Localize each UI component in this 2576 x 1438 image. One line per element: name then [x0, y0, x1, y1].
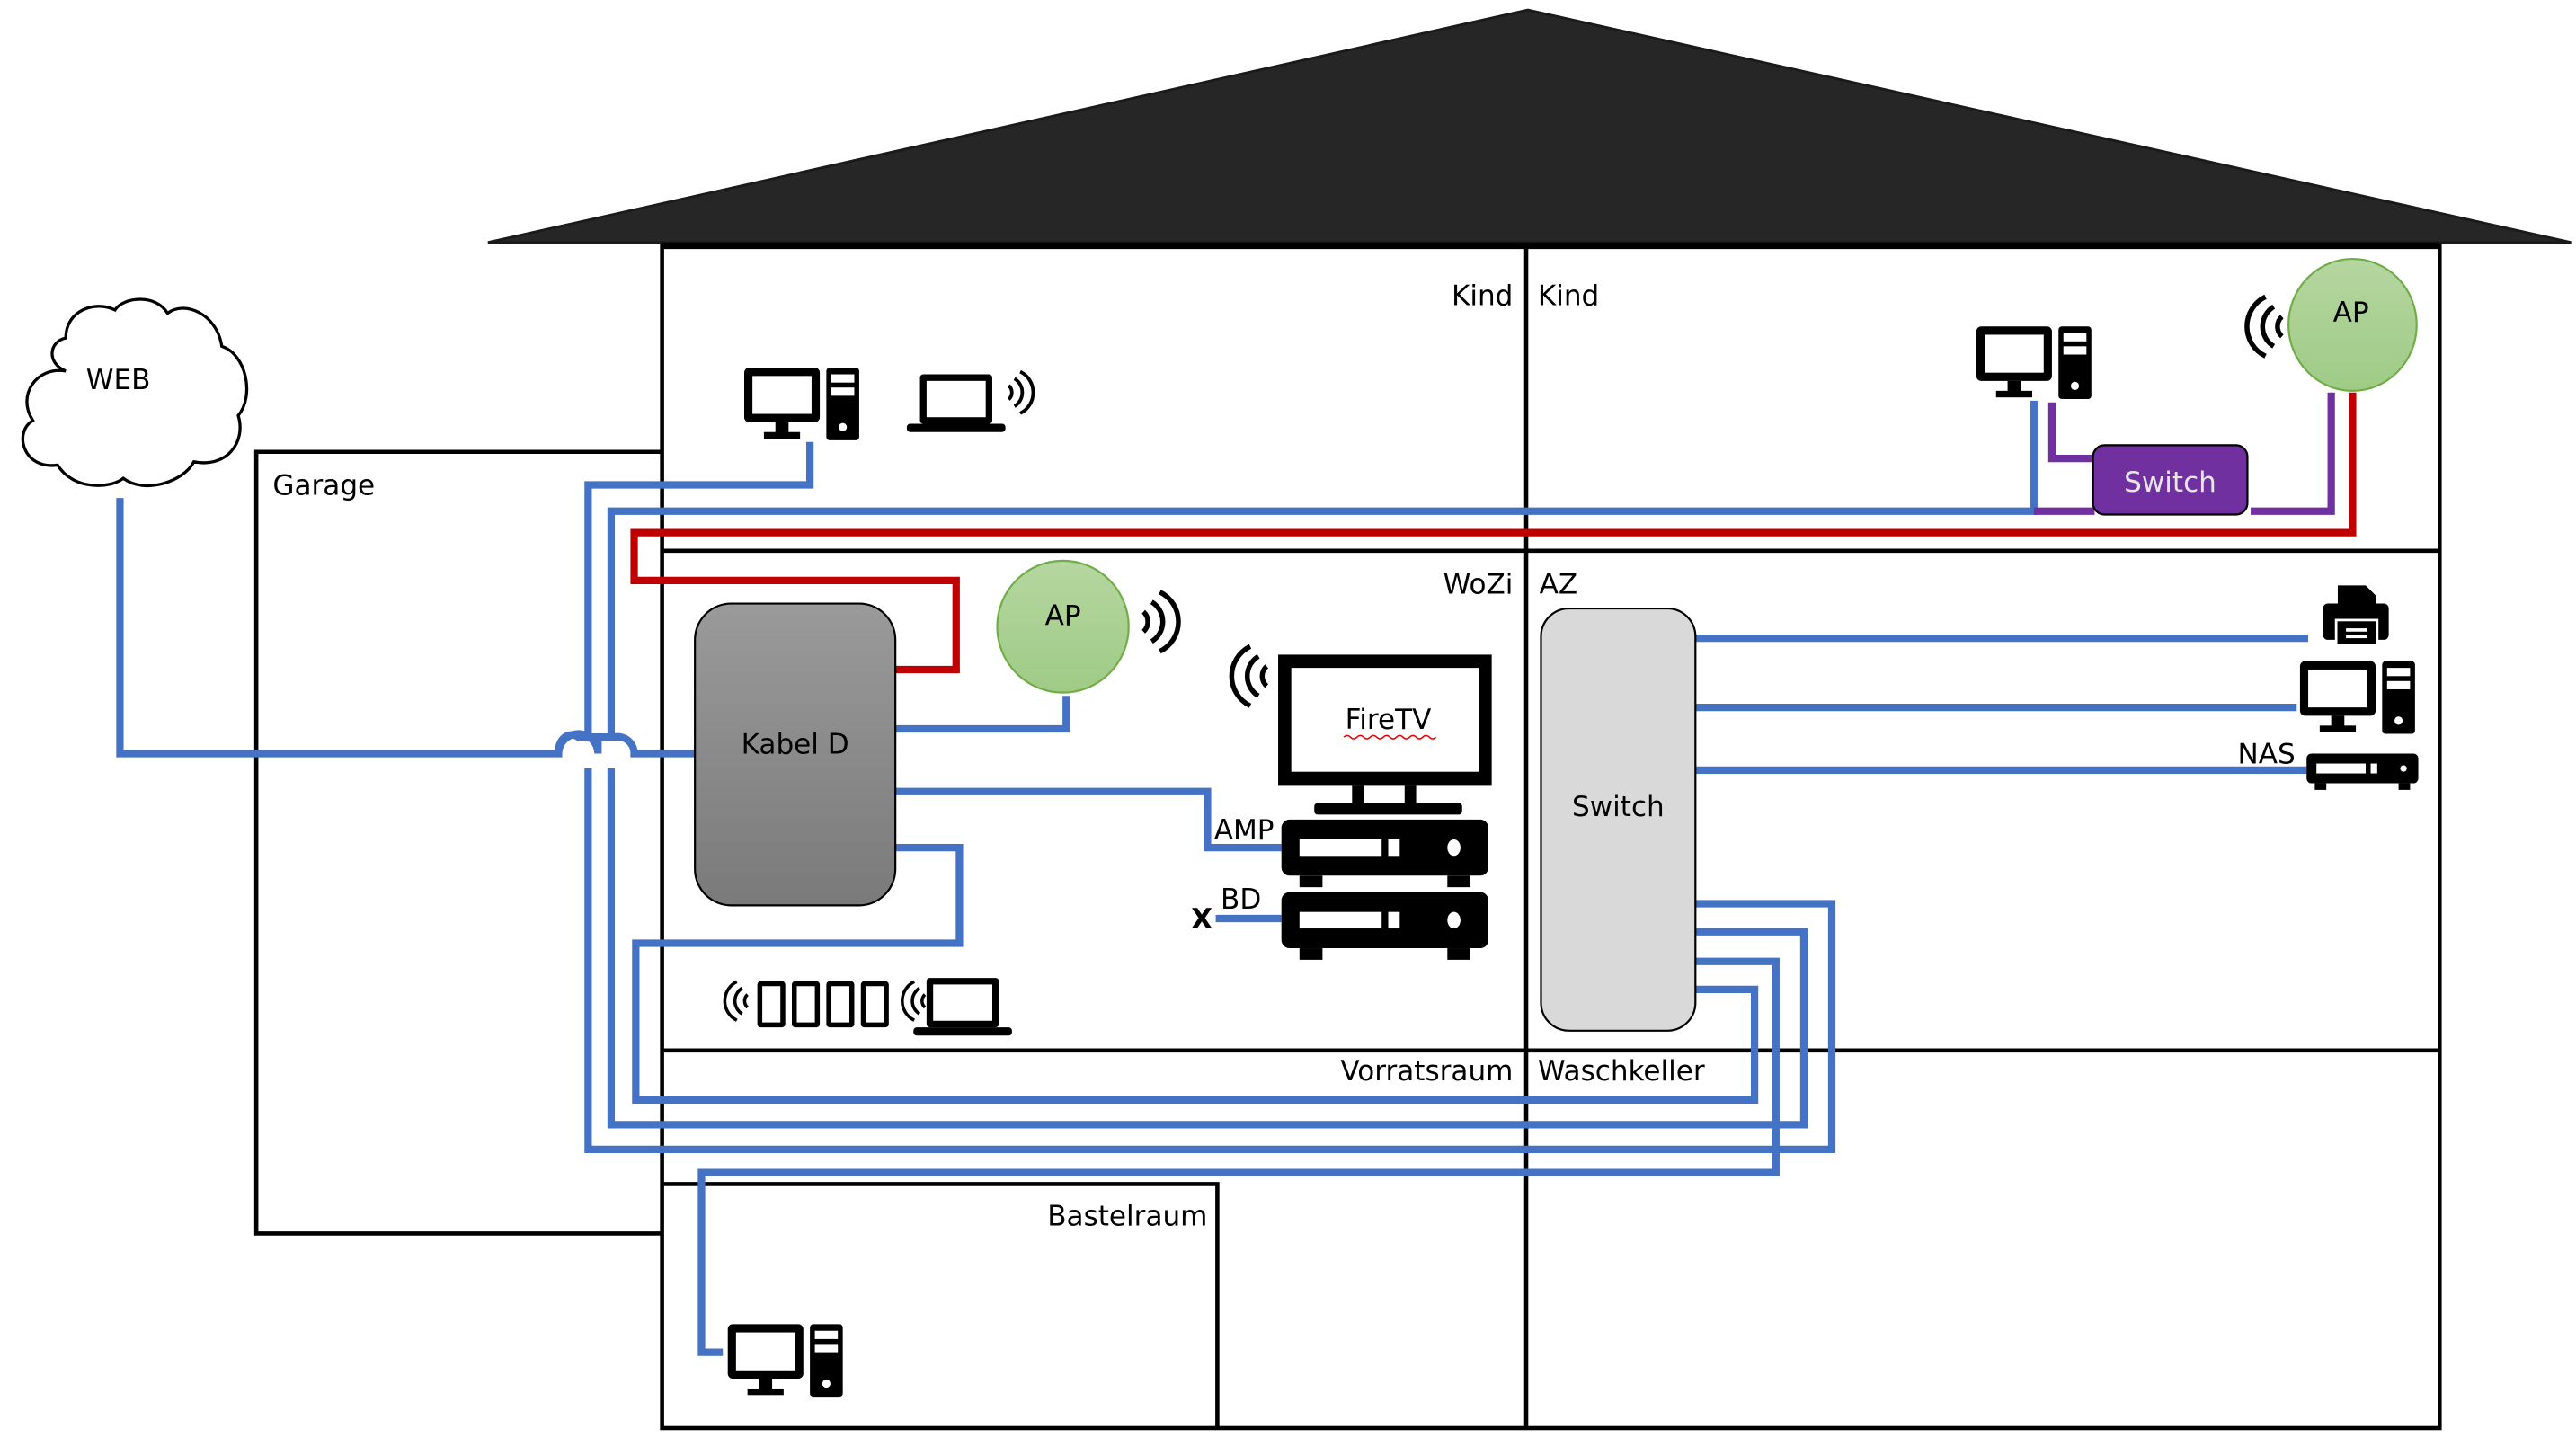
unconnected-mark: X: [1191, 903, 1212, 936]
tv-label: FireTV: [1346, 704, 1432, 736]
desktop-pc-icon[interactable]: [1976, 326, 2092, 400]
wifi-icon: [1143, 592, 1178, 652]
ap-kind-label: AP: [2333, 297, 2369, 329]
cloud-icon: [21, 297, 249, 487]
laptop-icon[interactable]: [906, 374, 1006, 432]
room-label-vorratsraum: Vorratsraum: [1340, 1055, 1513, 1087]
cable-az-switch-to-bastelraum: [697, 957, 1780, 1356]
cable-router-to-amp: [895, 787, 1282, 852]
switch-az[interactable]: Switch: [1540, 607, 1697, 1032]
wifi-icon: [900, 980, 927, 1023]
room-label-garage: Garage: [272, 469, 375, 502]
room-label-kind-left: Kind: [1452, 280, 1513, 312]
smartphone-icon[interactable]: [826, 981, 855, 1028]
tv-firetv[interactable]: FireTV: [1231, 646, 1492, 815]
cable-kind-right-desktop: [607, 400, 2038, 1129]
router-label: Kabel D: [742, 728, 849, 760]
cable-kind-left-desktop: [584, 441, 1836, 1154]
wifi-icon: [723, 980, 750, 1023]
cable-router-to-az-switch: [632, 843, 1759, 1104]
spellcheck-underline: [1343, 734, 1437, 740]
room-label-wozi: WoZi: [1443, 568, 1514, 600]
room-label-waschkeller: Waschkeller: [1538, 1055, 1705, 1087]
wifi-icon: [2247, 297, 2282, 356]
wireless-clients-wozi: [723, 978, 1012, 1036]
switch-kind[interactable]: Switch: [2092, 444, 2249, 516]
switch-kind-label: Switch: [2124, 466, 2216, 499]
desktop-pc-icon[interactable]: [743, 368, 859, 440]
smartphone-icon[interactable]: [757, 981, 786, 1028]
cable-router-to-ap: [895, 696, 1070, 733]
desktop-pc-icon[interactable]: [2299, 661, 2415, 734]
smartphone-icon[interactable]: [792, 981, 821, 1028]
nas-device[interactable]: NAS: [2237, 738, 2419, 790]
cloud-label: WEB: [86, 364, 151, 396]
house-walls: [660, 244, 2442, 1431]
cable-kind-switch-desktop: [2047, 402, 2095, 463]
garage-room: Garage: [253, 449, 662, 1236]
roof: [487, 8, 2572, 244]
printer-icon[interactable]: [2323, 585, 2389, 646]
switch-az-label: Switch: [1572, 791, 1665, 823]
internet-cloud: WEB: [21, 297, 249, 487]
receiver-icon: [1281, 819, 1488, 888]
cable-kind-switch-ap: [2251, 392, 2335, 515]
ap-wozi-label: AP: [1045, 599, 1081, 632]
receiver-icon: [1281, 892, 1488, 960]
wifi-icon: [1231, 646, 1266, 706]
laptop-icon[interactable]: [913, 978, 1012, 1036]
nas-label: NAS: [2237, 738, 2295, 770]
room-label-bastelraum: Bastelraum: [1047, 1200, 1207, 1232]
room-label-kind-right: Kind: [1538, 280, 1599, 312]
amp-label: AMP: [1214, 814, 1275, 847]
access-point-wozi[interactable]: AP: [996, 559, 1178, 694]
cable-router-to-kind-ap: [630, 392, 2357, 674]
amp-receiver[interactable]: AMP: [1214, 814, 1488, 888]
router-kabel-d[interactable]: Kabel D: [694, 602, 897, 907]
smartphone-icon[interactable]: [860, 981, 889, 1028]
access-point-kind[interactable]: AP: [2247, 257, 2418, 392]
cable-web-to-router: [116, 498, 696, 758]
bd-label: BD: [1221, 883, 1261, 916]
desktop-pc-icon[interactable]: [727, 1324, 843, 1398]
bd-player[interactable]: BD X: [1191, 883, 1488, 960]
room-label-az: AZ: [1540, 568, 1578, 600]
wifi-icon: [1007, 369, 1035, 415]
